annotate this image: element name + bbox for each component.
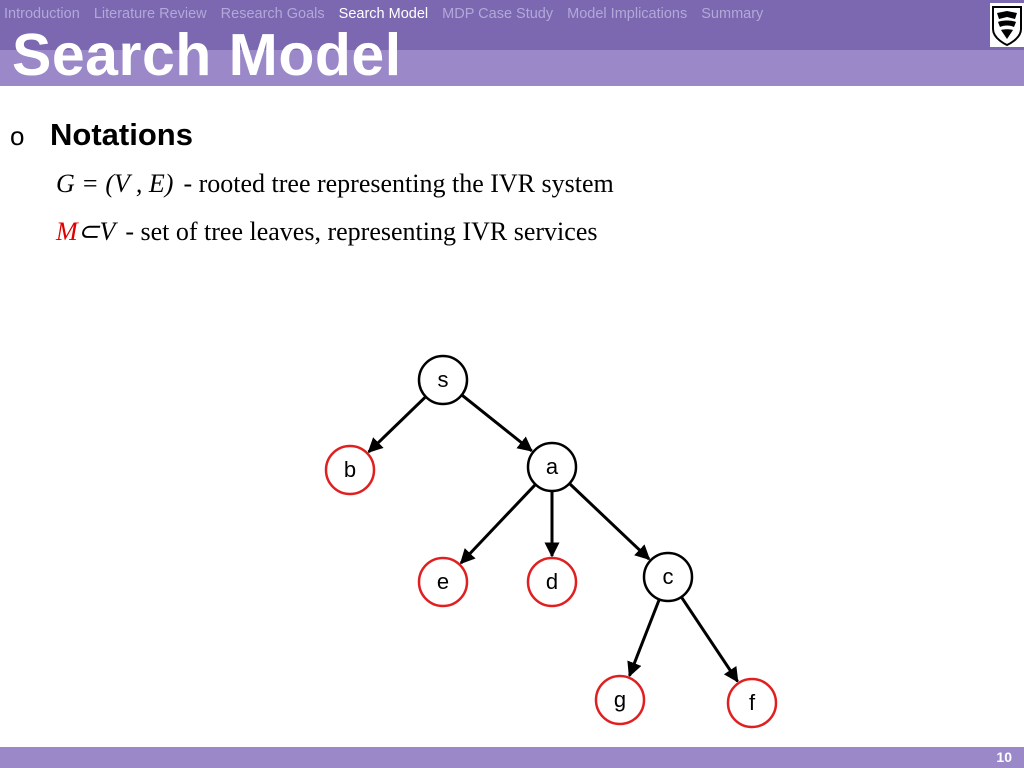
edge-c-g <box>627 598 661 678</box>
graph-description: - rooted tree representing the IVR syste… <box>183 169 614 198</box>
node-label-b: b <box>344 457 356 482</box>
edge-s-b <box>367 395 427 453</box>
edge-s-a <box>460 393 533 452</box>
node-label-g: g <box>614 687 626 712</box>
nav-item-research-goals[interactable]: Research Goals <box>220 6 325 22</box>
node-c: c <box>642 551 694 603</box>
node-label-c: c <box>663 564 674 589</box>
node-g: g <box>594 674 646 726</box>
slide-title: Search Model <box>12 22 402 88</box>
node-f: f <box>726 677 778 729</box>
node-label-f: f <box>749 690 756 715</box>
node-label-d: d <box>546 569 558 594</box>
node-circle-e <box>417 556 469 608</box>
nav-item-search-model[interactable]: Search Model <box>338 6 429 22</box>
nav-item-mdp-case-study[interactable]: MDP Case Study <box>442 6 554 22</box>
notations-heading: Notations <box>50 117 193 152</box>
edge-c-f <box>680 596 739 683</box>
section-nav: Introduction Literature Review Research … <box>4 6 773 22</box>
notation-leaves: M⊂V - set of tree leaves, representing IV… <box>56 217 597 247</box>
leaves-symbol: M <box>56 217 78 246</box>
node-circle-s <box>417 354 469 406</box>
node-circle-d <box>526 556 578 608</box>
node-label-e: e <box>437 569 449 594</box>
node-s: s <box>417 354 469 406</box>
node-circle-g <box>594 674 646 726</box>
nav-item-summary[interactable]: Summary <box>701 6 764 22</box>
node-circle-c <box>642 551 694 603</box>
page-number: 10 <box>996 749 1012 765</box>
node-label-s: s <box>438 367 449 392</box>
node-a: a <box>526 441 578 493</box>
nav-item-introduction[interactable]: Introduction <box>4 6 80 22</box>
leaves-description: - set of tree leaves, representing IVR s… <box>125 217 598 246</box>
bullet-marker: o <box>10 121 25 151</box>
footer-bar: 10 <box>0 747 1024 768</box>
edge-a-e <box>459 483 537 565</box>
node-d: d <box>526 556 578 608</box>
node-circle-b <box>324 444 376 496</box>
university-logo <box>990 3 1024 47</box>
nav-item-model-implications[interactable]: Model Implications <box>567 6 688 22</box>
subset-formula: ⊂V <box>77 217 116 246</box>
node-b: b <box>324 444 376 496</box>
node-e: e <box>417 556 469 608</box>
nav-item-literature-review[interactable]: Literature Review <box>93 6 207 22</box>
notation-graph: G = (V , E) - rooted tree representing th… <box>56 169 614 199</box>
node-label-a: a <box>546 454 559 479</box>
graph-formula: G = (V , E) <box>56 169 174 198</box>
title-band <box>0 50 1024 86</box>
top-nav-bar <box>0 0 1024 50</box>
node-circle-f <box>726 677 778 729</box>
node-circle-a <box>526 441 578 493</box>
edge-a-c <box>568 482 651 561</box>
